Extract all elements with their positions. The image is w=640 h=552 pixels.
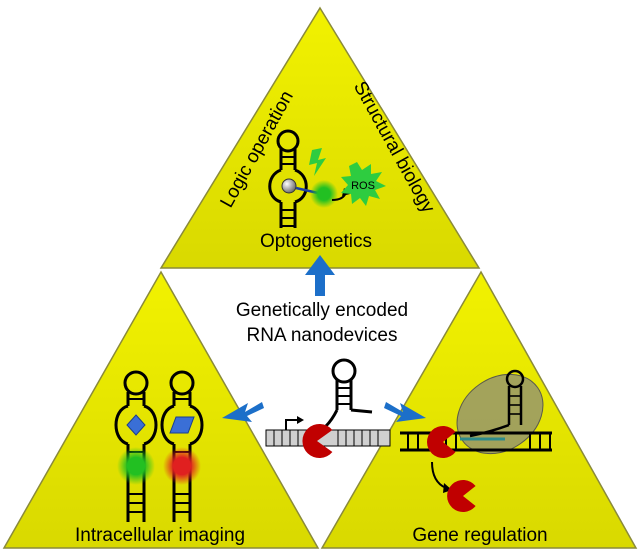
center-rna-icon: [324, 358, 373, 428]
center-polymerase-icon: [302, 424, 333, 459]
optogenetics-label: Optogenetics: [260, 231, 372, 252]
left-panel: Intracellular imaging: [2, 270, 320, 549]
promoter-arrow-icon: [285, 419, 298, 430]
ros-label: ROS: [351, 180, 375, 192]
optogenetics-rna-icon: [268, 129, 308, 228]
nascent-rna-icon: [469, 369, 525, 438]
top-panel: Logic operation Structural biology ROS O…: [159, 6, 481, 269]
polymerase-released-icon: [447, 480, 476, 512]
parallelogram-ligand-icon: [169, 416, 195, 434]
intracellular-imaging-label: Intracellular imaging: [75, 525, 245, 546]
light-bolt-icon: [309, 148, 326, 176]
center-region: Genetically encoded RNA nanodevices: [222, 255, 426, 459]
diamond-ligand-icon: [126, 414, 146, 436]
right-arrow-icon: [384, 402, 426, 422]
right-panel: Gene regulation: [320, 270, 638, 549]
ligand-ball-icon: [281, 178, 297, 194]
left-arrow-icon: [222, 402, 264, 422]
center-title-line1: Genetically encoded: [236, 300, 408, 321]
polymerase-bound-icon: [427, 426, 456, 459]
ros-burst-icon: [341, 162, 386, 206]
center-title-line2: RNA nanodevices: [246, 325, 397, 346]
gene-regulation-label: Gene regulation: [412, 525, 547, 546]
gene-duplex-icon: [400, 431, 552, 452]
up-arrow-icon: [305, 255, 335, 296]
